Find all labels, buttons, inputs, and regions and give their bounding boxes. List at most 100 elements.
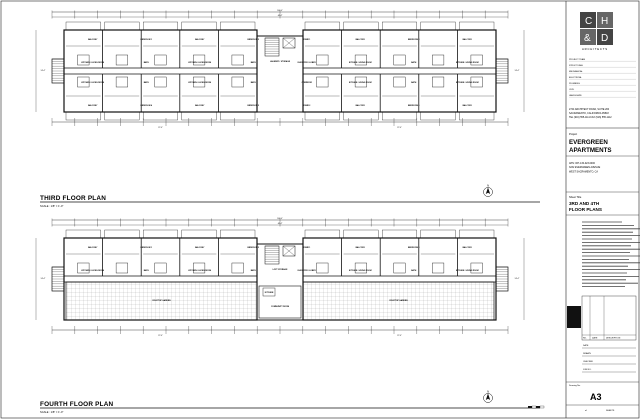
third-floor-scale: SCALE : 1/8" = 1'-0" [40, 204, 63, 208]
third-floor-title-block: THIRD FLOOR PLAN SCALE : 1/8" = 1'-0" N [40, 184, 540, 208]
rev-header-no: NO. [583, 338, 587, 340]
room-label: BATH [251, 61, 257, 64]
elevator-x [282, 37, 296, 49]
balcony [65, 229, 101, 239]
bath-room [77, 76, 90, 88]
bath-room [432, 54, 445, 66]
revision-black-bar [567, 306, 581, 328]
balcony [382, 21, 417, 31]
balcony [104, 229, 140, 239]
address-line: 2744 ARCHITECT ROAD, SUITE 200 [569, 108, 610, 111]
room-label: BALCONY [88, 104, 98, 107]
elevator [282, 37, 296, 49]
project-info-line: APN: 067-130-023-0000 [569, 162, 596, 165]
sheet-number-label: Drawing No. [569, 384, 581, 387]
right-dimension: 54'-4" [515, 70, 520, 72]
balcony [65, 21, 101, 31]
sheet-number-block: Drawing No. A3 of SHEETS [566, 381, 639, 412]
room-label: BEDROOM 1 [141, 247, 152, 249]
room-label: BATH [144, 61, 150, 64]
room-label: STAIR 2 [303, 104, 310, 107]
core-label: LOFT STORAGE [273, 268, 289, 271]
sheet-count-label: SHEETS [606, 410, 615, 412]
balcony [304, 229, 340, 239]
firm-logo: C H & D ARCHITECTS [580, 12, 613, 51]
balcony [459, 229, 495, 239]
bath-room [115, 262, 128, 274]
wing-dimension: 27'-0" [158, 127, 163, 129]
address-line: TEL (916) 555-1111 FAX (916) 555-1112 [569, 116, 612, 119]
room-label: KITCHEN / LIVING ROOM [188, 270, 211, 272]
room-label: BALCONY [88, 38, 98, 41]
bath-room [393, 76, 406, 88]
rev-header-desc: DESCRIPTION [606, 338, 621, 340]
bath-room [154, 76, 167, 88]
room-label: BALCONY [463, 246, 473, 249]
logo-caption: ARCHITECTS [582, 47, 608, 51]
project-info-line: 3232 EVERGREEN AVENUE [569, 166, 601, 169]
bath-room [193, 54, 206, 66]
room-label: CORRIDOR [302, 82, 313, 84]
room-label: BATH [251, 269, 257, 272]
room-label: ELEVATOR / LOBBY [298, 269, 317, 272]
logo-letter: C [585, 16, 592, 27]
room-label: KITCHEN / LIVING ROOM [81, 270, 104, 272]
third-floor-title: THIRD FLOOR PLAN [40, 195, 106, 202]
balcony [343, 21, 379, 31]
balcony [459, 21, 495, 31]
room-label: ROOFTOP GARDEN [153, 299, 172, 302]
room-label: KITCHEN / LIVING ROOM [188, 82, 211, 84]
room-label: ROOFTOP GARDEN [390, 299, 409, 302]
bath-room [316, 262, 329, 274]
bath-room [470, 76, 483, 88]
project-info-line: WEST SACRAMENTO, CA [569, 170, 598, 173]
center-dimension: 46'-4" [278, 15, 283, 17]
room-label: BEDROOM 6 [408, 105, 419, 107]
balcony [181, 21, 217, 31]
balcony [143, 111, 178, 121]
room-label: BATH [144, 81, 150, 84]
consultant-entry: ELECTRICAL [569, 76, 583, 79]
room-label: KITCHEN [265, 292, 274, 294]
balcony [382, 229, 417, 239]
balcony [420, 111, 456, 121]
balcony [181, 111, 217, 121]
room-label: KITCHEN / LIVING ROOM [349, 82, 372, 84]
third-floor-plan: 166'-0"46'-4"54'-4"54'-4"LAUNDRY / STORA… [35, 10, 525, 129]
rooftop-garden-left [65, 281, 258, 321]
balcony [220, 229, 256, 239]
room-label: KITCHEN / LIVING ROOM [81, 62, 104, 64]
balcony [343, 229, 379, 239]
bath-room [77, 54, 90, 66]
consultant-entry: CIVIL [569, 89, 575, 91]
bath-room [316, 54, 329, 66]
room-label: BALCONY [356, 38, 366, 41]
rooftop-garden-right [302, 281, 495, 321]
left-dimension: 54'-4" [41, 70, 46, 72]
room-label: BALCONY [463, 104, 473, 107]
elevator-x [282, 245, 296, 257]
project-label: Project [569, 132, 577, 136]
overall-dimension: 166'-0" [277, 10, 283, 12]
bath-room [193, 262, 206, 274]
room-label: BEDROOM 4 [141, 104, 153, 107]
fourth-floor-plan: 166'-0"46'-4"54'-4"54'-4"LOFT STORAGEBAL… [35, 218, 525, 337]
bath-room [154, 262, 167, 274]
balcony [343, 111, 379, 121]
room-label: BALCONY [195, 246, 205, 249]
balcony [104, 111, 140, 121]
room-label: BATH [411, 81, 417, 84]
bath-room [154, 54, 167, 66]
bath-room [231, 54, 244, 66]
balcony [420, 229, 456, 239]
north-label: N [487, 390, 489, 394]
bath-room [115, 76, 128, 88]
drawn-label: CHECKED [583, 361, 594, 363]
room-label: STAIR 1 [303, 246, 310, 249]
balcony [420, 21, 456, 31]
north-arrow-icon: N [483, 390, 493, 403]
consultant-entry: PROJECT TEAM [569, 58, 585, 61]
